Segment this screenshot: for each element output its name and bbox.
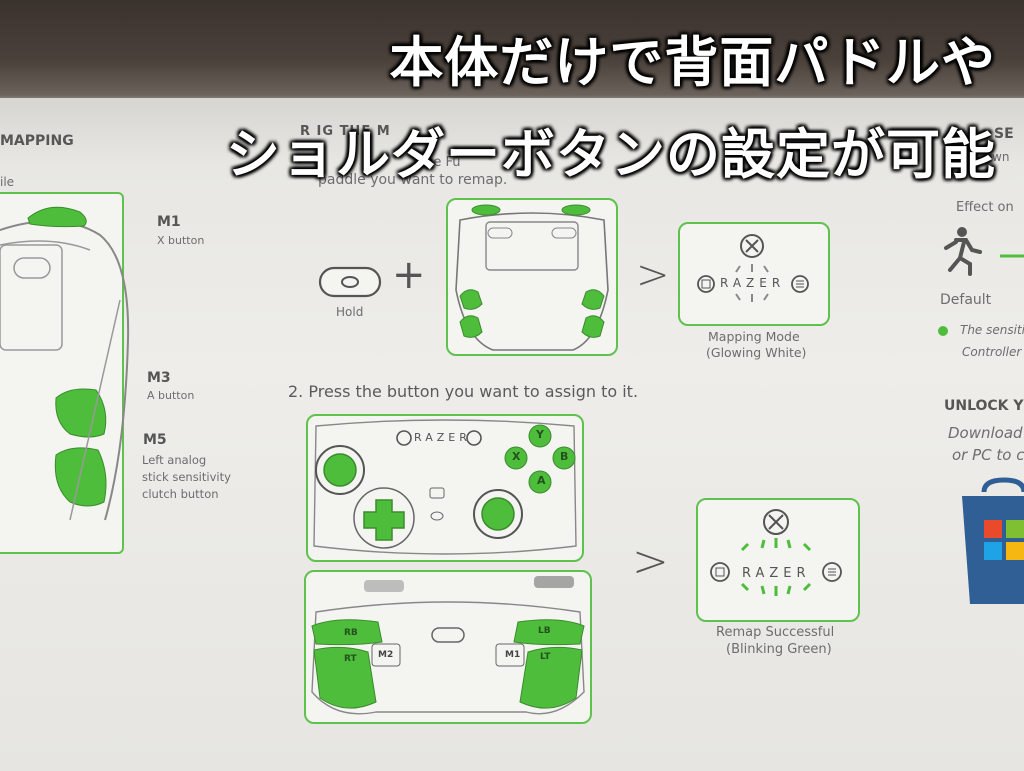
- mapping-mode-illustration: [697, 234, 809, 302]
- download-text-line2: or PC to c: [952, 446, 1024, 464]
- left-controller-illustration: [0, 206, 130, 521]
- step1-back-view-frame: [446, 198, 618, 356]
- x-button-label: X: [512, 450, 521, 463]
- plus-sign: +: [392, 252, 426, 298]
- m1-label: M1: [157, 214, 181, 230]
- right-heading-partial: SE: [994, 126, 1014, 142]
- remap-razer-logo: RAZER: [742, 566, 811, 581]
- m3-label: M3: [147, 370, 171, 386]
- hold-button-icon: [318, 266, 382, 298]
- y-button-label: Y: [536, 428, 544, 441]
- remap-caption: Remap Successful: [716, 625, 835, 640]
- effect-on-label: Effect on: [956, 200, 1014, 215]
- store-bag-icon: [962, 477, 1024, 604]
- step2-instruction: 2. Press the button you want to assign t…: [288, 382, 639, 401]
- running-person-icon: [944, 227, 1024, 276]
- step1-line3-partial: paddle you want to remap.: [318, 172, 508, 188]
- hold-label: Hold: [336, 305, 364, 319]
- overlay-caption-line1: 本体だけで背面パドルや: [389, 31, 996, 94]
- m1-desc: X button: [157, 234, 205, 247]
- step1-back-view-illustration: [455, 204, 609, 351]
- left-heading: MAPPING: [0, 133, 74, 149]
- mapping-mode-subcaption: (Glowing White): [706, 345, 807, 360]
- a-button-label: A: [537, 474, 546, 487]
- rb-label: RB: [344, 628, 358, 638]
- step2-arrow: >: [632, 536, 669, 587]
- mapping-mode-frame: [678, 222, 830, 326]
- sensitivity-note-line2: Controller: [962, 345, 1022, 359]
- b-button-label: B: [560, 450, 569, 463]
- front-razer-logo: RAZER: [414, 431, 471, 444]
- unlock-heading: UNLOCK Y: [944, 398, 1024, 414]
- right-line-partial: wn: [992, 150, 1010, 164]
- back-view-controller: [311, 576, 585, 715]
- step1-arrow: >: [636, 252, 670, 298]
- m5-label: M5: [143, 432, 167, 448]
- remap-success-illustration: [710, 509, 842, 596]
- remap-subcaption: (Blinking Green): [726, 642, 832, 657]
- step1-heading-partial: R IG THE M: [300, 124, 391, 139]
- lb-label: LB: [538, 626, 551, 636]
- m5-desc: Left analog stick sensitivity clutch but…: [142, 453, 231, 501]
- front-view-controller: [313, 419, 577, 555]
- m2-label: M2: [378, 650, 394, 660]
- info-icon: [938, 326, 948, 336]
- rt-label: RT: [344, 654, 357, 664]
- overlay-caption-line2: ショルダーボタンの設定が可能: [226, 123, 996, 186]
- m1-back-label: M1: [505, 650, 521, 660]
- download-text: Download: [948, 424, 1023, 442]
- left-subtext: ile: [0, 175, 15, 189]
- lt-label: LT: [540, 652, 551, 662]
- sensitivity-note: The sensiti: [960, 323, 1024, 337]
- mapping-mode-caption: Mapping Mode: [708, 329, 800, 344]
- step1-line2-partial: the Fu: [420, 155, 461, 170]
- mapping-mode-razer-logo: RAZER: [720, 276, 786, 290]
- m3-desc: A button: [147, 389, 195, 402]
- default-label: Default: [940, 292, 992, 308]
